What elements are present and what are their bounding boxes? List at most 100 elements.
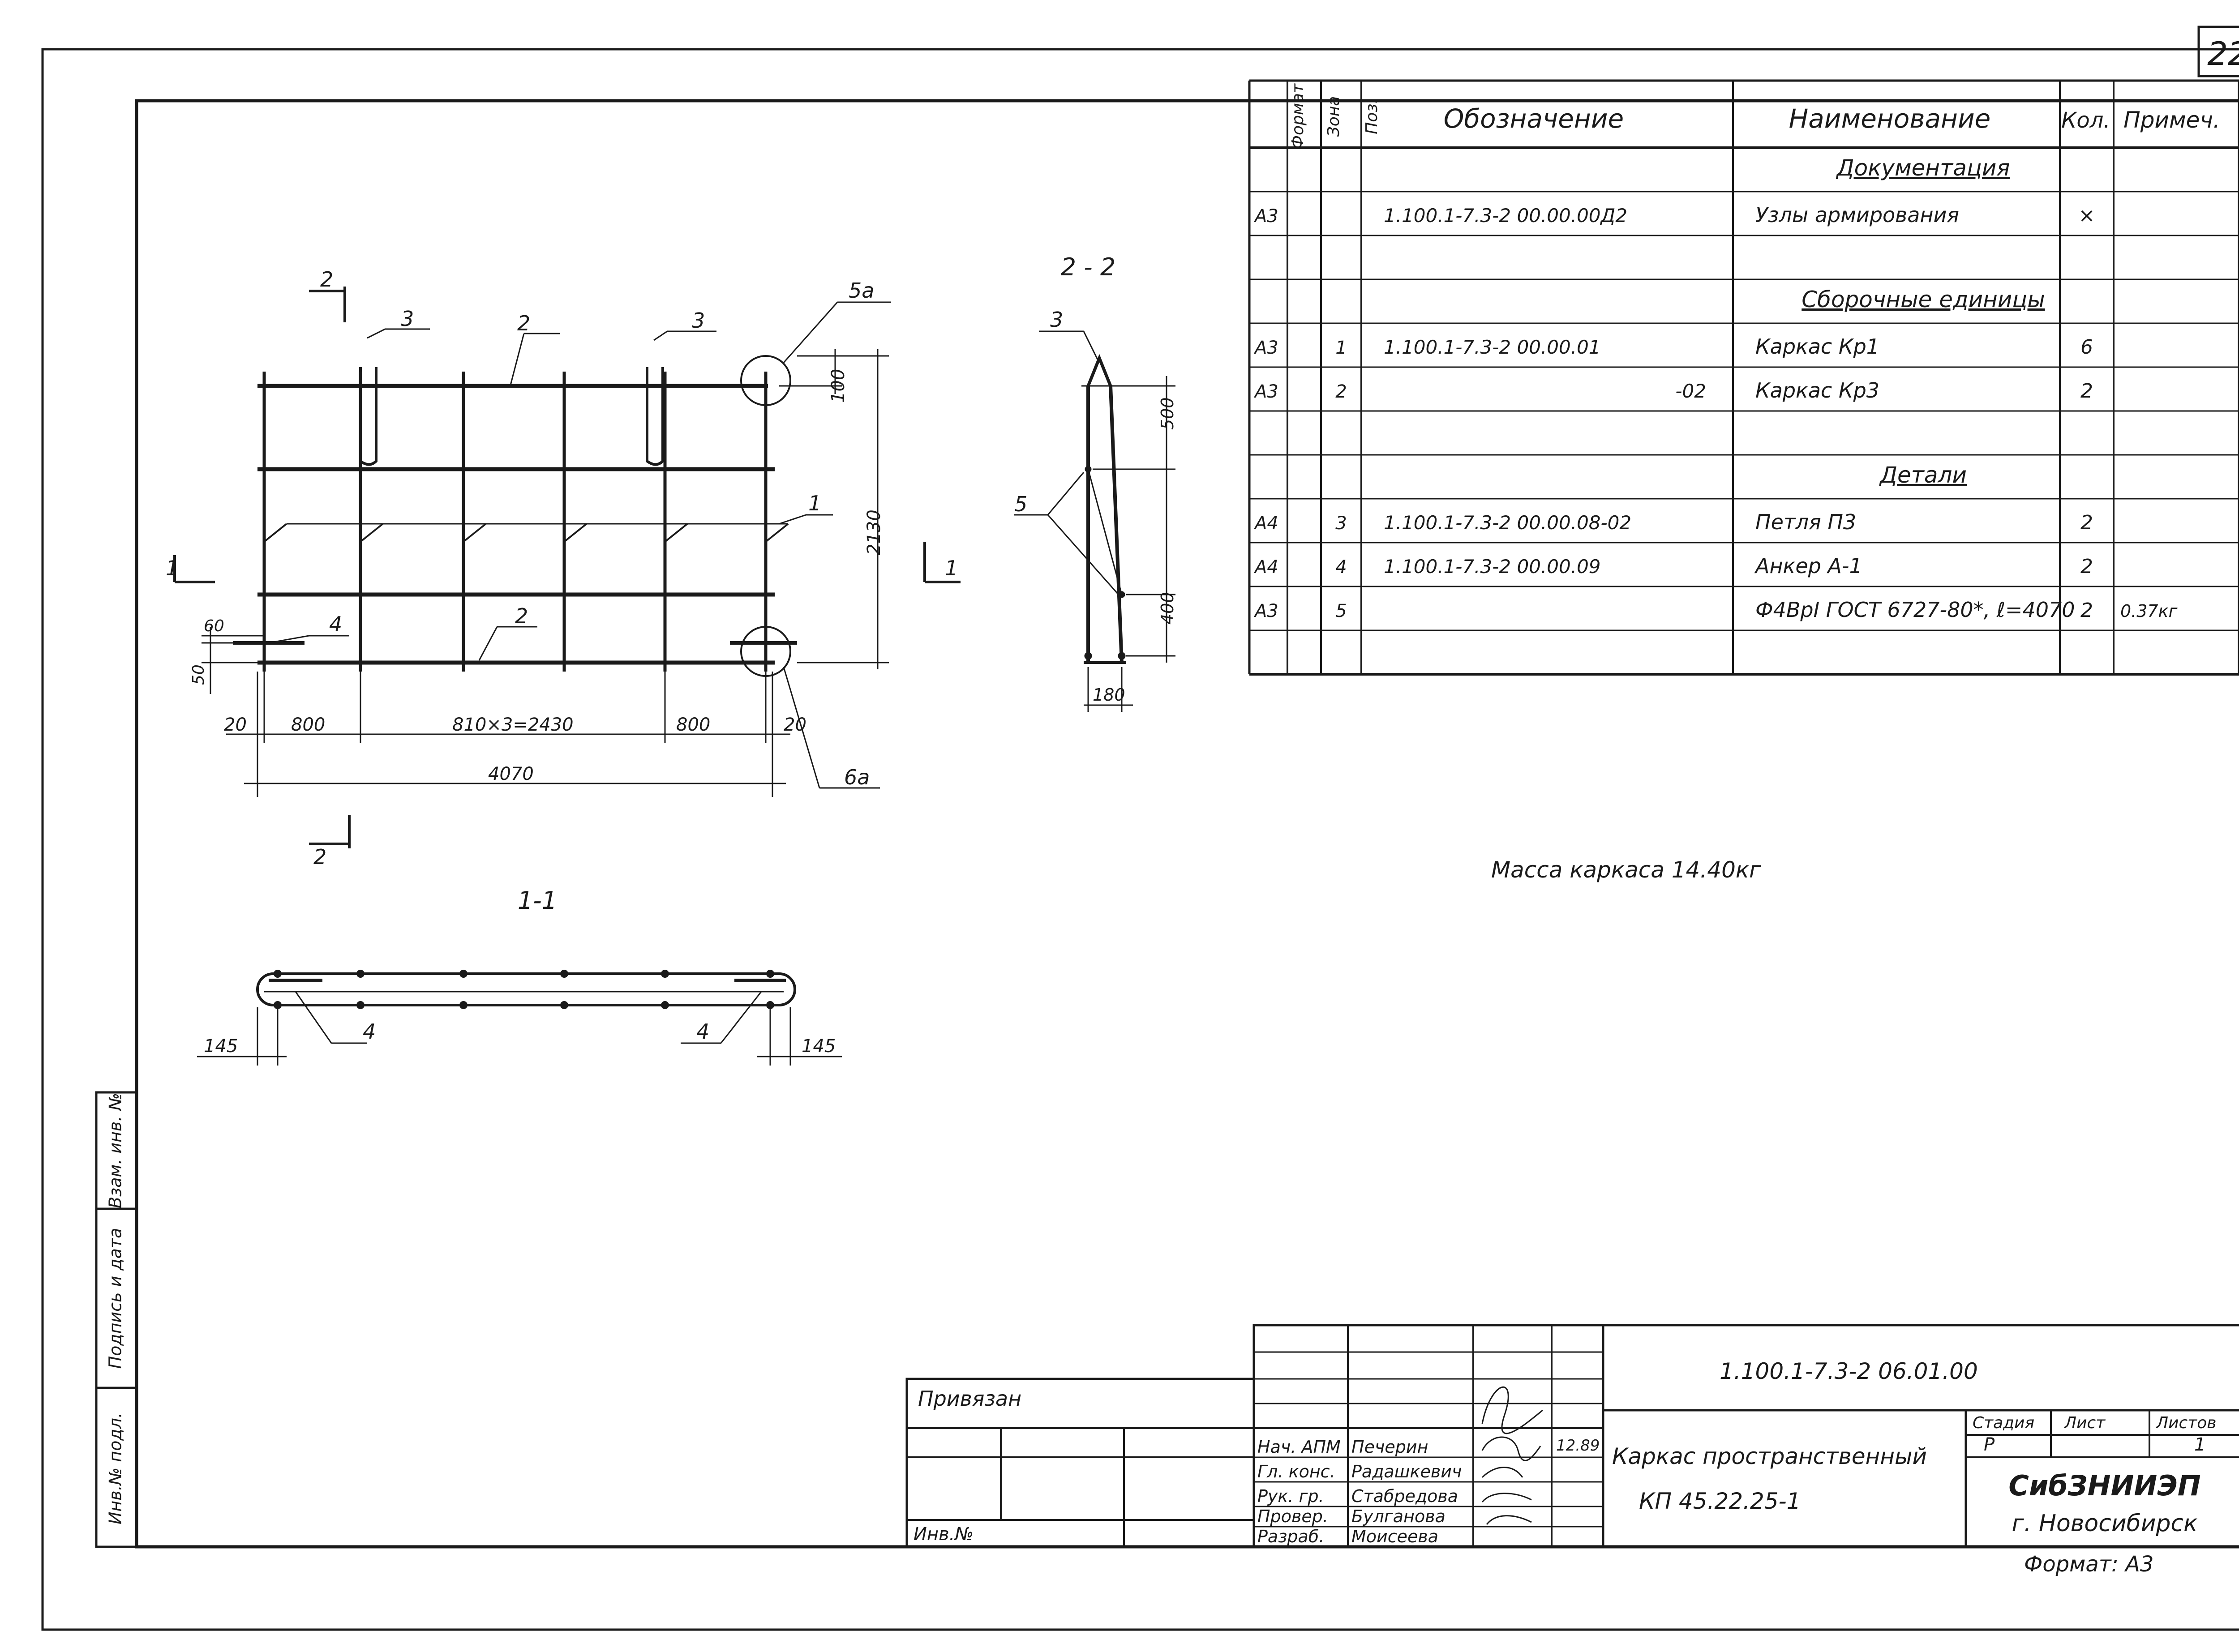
dim-left-50: 50 xyxy=(189,664,208,685)
spec-section-title: Документация xyxy=(1836,155,2010,181)
spec-cell-format: А3 xyxy=(1253,206,1278,227)
stage-value: Р xyxy=(1984,1434,1995,1455)
spec-cell-pos: 3 xyxy=(1335,513,1347,534)
title-person-name: Печерин xyxy=(1351,1437,1428,1457)
side-stamp-signature-date: Подпись и дата xyxy=(106,1228,125,1369)
section-1-1 xyxy=(197,970,842,1066)
sheet-number: 22 xyxy=(2207,35,2239,73)
dim-middle: 810×3=2430 xyxy=(452,715,574,735)
spec-cell-name: Анкер А-1 xyxy=(1754,554,1862,578)
spec-cell-designation: 1.100.1-7.3-2 00.00.01 xyxy=(1384,336,1601,358)
sheet-label: Лист xyxy=(2063,1414,2106,1432)
sheets-value: 1 xyxy=(2194,1434,2205,1455)
section-1-1-dim-left: 145 xyxy=(204,1036,238,1057)
section-1-1-pos-right: 4 xyxy=(696,1019,709,1044)
organization-city: г. Новосибирск xyxy=(2012,1510,2198,1537)
section-1-1-dim-right: 145 xyxy=(802,1036,836,1057)
approval-date: 12.89 xyxy=(1556,1437,1600,1455)
spec-cell-designation: 1.100.1-7.3-2 00.00.00Д2 xyxy=(1384,205,1627,227)
pos-label-loop-left: 3 xyxy=(401,307,414,331)
spec-cell-note: 0.37кг xyxy=(2120,601,2178,621)
pos-label-bar-top: 2 xyxy=(517,311,530,335)
side-stamp-replaced-inv: Взам. инв. № xyxy=(106,1093,125,1208)
spec-cell-qty: 2 xyxy=(2080,555,2093,578)
dim-right-height: 2130 xyxy=(864,509,884,555)
header-name: Наименование xyxy=(1789,103,1991,134)
section-mark-top: 2 xyxy=(320,267,333,291)
pos-label-bar-bottom: 2 xyxy=(515,604,528,628)
dim-20-right: 20 xyxy=(784,715,806,735)
spec-cell-pos: 5 xyxy=(1335,601,1347,621)
title-role: Нач. АПМ xyxy=(1257,1437,1341,1457)
spec-cell-name: Узлы армирования xyxy=(1755,203,1959,227)
spec-cell-name: Каркас Кр1 xyxy=(1755,334,1879,359)
inner-frame xyxy=(135,99,2239,1549)
title-person-name: Радашкевич xyxy=(1351,1462,1462,1481)
spec-section-title: Сборочные единицы xyxy=(1801,287,2045,312)
header-designation: Обозначение xyxy=(1444,103,1624,134)
side-stamp xyxy=(95,1091,138,1548)
section-mark-bottom: 2 xyxy=(313,845,326,869)
header-format: Формат xyxy=(1289,83,1307,149)
dim-800-right: 800 xyxy=(676,715,710,735)
spec-cell-designation: -02 xyxy=(1675,380,1706,402)
spec-cell-qty: 6 xyxy=(2080,336,2093,359)
header-zone: Зона xyxy=(1325,96,1343,137)
spec-cell-qty: 2 xyxy=(2080,511,2093,534)
spec-cell-qty: × xyxy=(2079,204,2095,227)
doc-code: 1.100.1-7.3-2 06.01.00 xyxy=(1720,1358,1978,1384)
title-role: Провер. xyxy=(1257,1506,1328,1526)
spec-cell-format: А4 xyxy=(1253,557,1278,578)
title-block xyxy=(905,1324,2239,1548)
organization: СибЗНИИЭП xyxy=(2008,1469,2200,1502)
spec-cell-name: Петля П3 xyxy=(1755,510,1856,534)
sheet-format: Формат: А3 xyxy=(2024,1552,2154,1577)
title-person-name: Булганова xyxy=(1351,1506,1445,1526)
title-role: Разраб. xyxy=(1257,1527,1324,1546)
spec-cell-format: А3 xyxy=(1253,601,1278,621)
spec-cell-qty: 2 xyxy=(2080,599,2093,622)
dim-800-left: 800 xyxy=(291,715,325,735)
section-2-2-labels: 2 - 2 3 5 500 400 180 xyxy=(1014,253,1177,705)
spec-cell-pos: 1 xyxy=(1335,338,1347,358)
dim-20-left: 20 xyxy=(224,715,247,735)
spec-cell-format: А3 xyxy=(1253,381,1278,402)
section-2-2-dim-500: 500 xyxy=(1158,397,1177,430)
header-pos: Поз. xyxy=(1363,98,1381,134)
spec-cell-name: Каркас Кр3 xyxy=(1755,378,1879,402)
spec-cell-qty: 2 xyxy=(2080,380,2093,402)
front-view xyxy=(173,287,961,848)
stage-label: Стадия xyxy=(1973,1414,2034,1432)
spec-cell-format: А4 xyxy=(1253,513,1278,534)
section-2-2 xyxy=(1014,330,1175,712)
title-role: Рук. гр. xyxy=(1257,1486,1324,1506)
pos-label-tie: 1 xyxy=(808,491,821,515)
section-2-2-pos-bars: 5 xyxy=(1014,492,1027,516)
dim-left-60: 60 xyxy=(204,617,224,635)
section-1-1-labels: 1-1 4 4 145 145 xyxy=(204,886,836,1057)
section-2-2-title: 2 - 2 xyxy=(1061,253,1116,281)
mass-note: Масса каркаса 14.40кг xyxy=(1491,857,1761,883)
detail-callout-top: 5а xyxy=(849,278,874,303)
tied-label: Привязан xyxy=(918,1387,1021,1411)
product-mark: КП 45.22.25-1 xyxy=(1639,1488,1801,1514)
section-2-2-pos-loop: 3 xyxy=(1050,308,1063,332)
spec-cell-pos: 2 xyxy=(1335,381,1347,402)
spec-cell-pos: 4 xyxy=(1335,557,1347,578)
header-note: Примеч. xyxy=(2123,107,2220,133)
sheet-number-box: 22 xyxy=(2197,26,2239,77)
front-view-labels: 2 2 1 1 3 2 3 1 4 2 5а 6а 20 800 810×3=2… xyxy=(166,267,958,869)
specification-table: Формат Зона Поз. Обозначение Наименовани… xyxy=(1248,79,2239,676)
section-1-1-pos-left: 4 xyxy=(363,1019,376,1044)
spec-cell-name: Ф4ВрI ГОСТ 6727-80*, ℓ=4070 xyxy=(1755,598,2075,622)
pos-label-loop-right: 3 xyxy=(692,308,705,333)
spec-cell-format: А3 xyxy=(1253,338,1278,358)
side-stamp-labels: Инв.№ подл. Подпись и дата Взам. инв. № xyxy=(106,1093,125,1524)
spec-cell-designation: 1.100.1-7.3-2 00.00.08-02 xyxy=(1384,512,1631,534)
pos-label-anchor: 4 xyxy=(329,612,342,636)
cut-label-left: 1 xyxy=(166,556,179,580)
